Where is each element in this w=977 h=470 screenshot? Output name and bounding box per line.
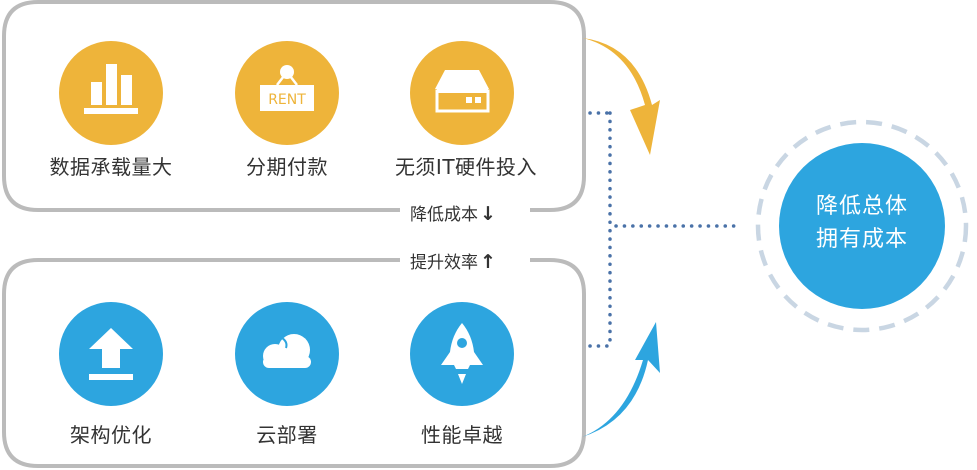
- item-label-cloud-deploy: 云部署: [256, 423, 318, 447]
- efficiency-caption-text: 提升效率: [410, 253, 478, 273]
- top-group-box: [2, 0, 586, 212]
- cost-caption: 降低成本↓: [404, 200, 502, 225]
- cloud-icon: [235, 302, 339, 406]
- item-label-data-capacity: 数据承载量大: [49, 155, 173, 179]
- arrow-up-icon: ↑: [480, 251, 496, 273]
- rent-sign-icon: RENT: [235, 41, 339, 145]
- dotted-connector: [588, 111, 738, 348]
- arrow-down-icon: ↓: [480, 203, 496, 225]
- goal-circle: [779, 143, 945, 309]
- efficiency-caption: 提升效率↑: [404, 248, 502, 273]
- efficiency-curved-arrow: [582, 322, 660, 437]
- cost-curved-arrow: [583, 38, 660, 155]
- goal-dashed-ring: [755, 119, 969, 333]
- cost-caption-text: 降低成本: [410, 205, 478, 225]
- server-hardware-icon: [410, 41, 514, 145]
- upload-icon: [59, 302, 163, 406]
- item-label-installment: 分期付款: [246, 155, 328, 179]
- goal-text: 降低总体 拥有成本: [787, 190, 937, 256]
- item-label-performance: 性能卓越: [421, 423, 503, 447]
- goal-line-1: 降低总体: [815, 194, 908, 219]
- item-label-no-hardware: 无须IT硬件投入: [394, 155, 538, 179]
- rent-sign-text: RENT: [268, 92, 306, 108]
- bar-chart-icon: [59, 41, 163, 145]
- item-label-architecture: 架构优化: [70, 423, 152, 447]
- rocket-icon: [410, 302, 514, 406]
- bottom-group-box: [2, 258, 586, 468]
- goal-line-2: 拥有成本: [815, 227, 908, 252]
